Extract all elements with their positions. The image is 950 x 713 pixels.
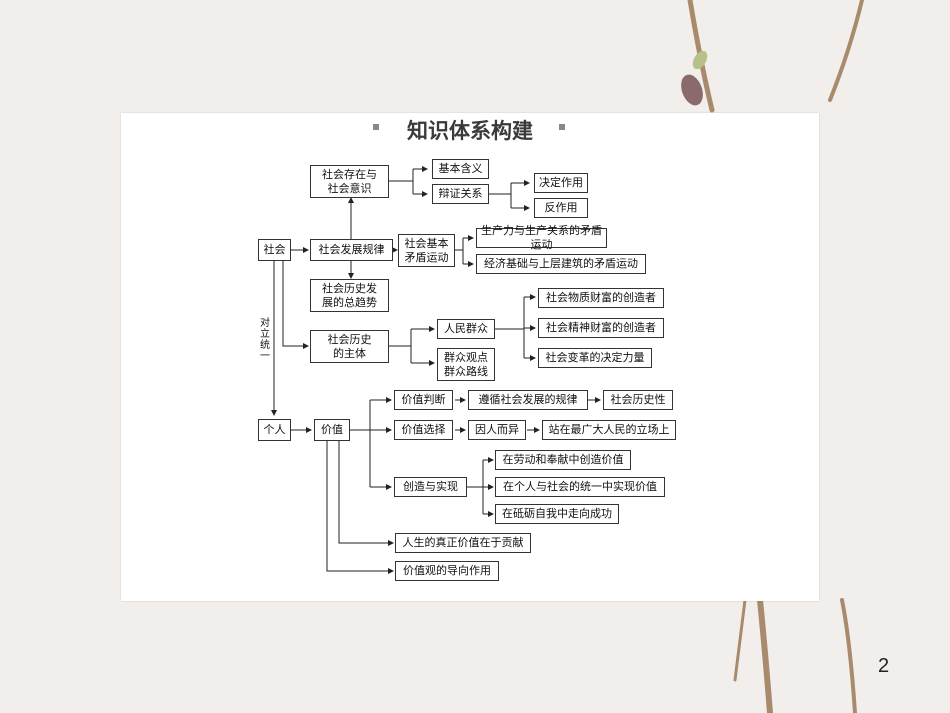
node-geren-tongyi: 在个人与社会的统一中实现价值 xyxy=(495,477,665,497)
node-chuangzao-shixian: 创造与实现 xyxy=(394,477,467,497)
node-yinren-eryi: 因人而异 xyxy=(468,420,526,440)
panel-header: 知识体系构建 xyxy=(121,113,819,143)
node-jiben-hanyi: 基本含义 xyxy=(432,159,489,179)
node-lishi-qushi: 社会历史发 展的总趋势 xyxy=(310,279,389,312)
node-jingshen-caifu: 社会精神财富的创造者 xyxy=(538,318,664,338)
node-laodong-fengxian: 在劳动和奉献中创造价值 xyxy=(495,450,631,470)
node-shengchanli: 生产力与生产关系的矛盾运动 xyxy=(476,224,607,251)
title-square-right-icon xyxy=(559,124,565,130)
node-jiazhi: 价值 xyxy=(314,419,350,441)
node-jiazhi-xuanze: 价值选择 xyxy=(394,420,453,440)
node-renmin-qunzhong: 人民群众 xyxy=(437,319,495,339)
node-jiben-maodun: 社会基本 矛盾运动 xyxy=(398,234,455,267)
node-zunxun-guilv: 遵循社会发展的规律 xyxy=(468,390,588,410)
page-number: 2 xyxy=(878,655,890,677)
node-jiazhi-panduan: 价值判断 xyxy=(394,390,453,410)
node-lishixing: 社会历史性 xyxy=(603,390,673,410)
node-lishi-zhuti: 社会历史 的主体 xyxy=(310,330,389,363)
node-cunzai-yishi: 社会存在与 社会意识 xyxy=(310,165,389,198)
node-shehui-biange: 社会变革的决定力量 xyxy=(538,348,652,368)
node-qunzhong-guandian: 群众观点 群众路线 xyxy=(437,348,495,381)
node-modi-ziwo: 在砥砺自我中走向成功 xyxy=(495,504,619,524)
node-fazhan-guilv: 社会发展规律 xyxy=(310,239,393,261)
node-daoxiang-zuoyong: 价值观的导向作用 xyxy=(395,561,499,581)
node-zhanzai-lichang: 站在最广大人民的立场上 xyxy=(542,420,676,440)
node-geren: 个人 xyxy=(258,419,291,441)
connector-lines xyxy=(271,166,601,574)
panel-title: 知识体系构建 xyxy=(407,119,533,143)
node-bianzheng-guanxi: 辩证关系 xyxy=(432,184,489,204)
node-duili-tongyi: 对 立 统 一 xyxy=(260,318,270,362)
node-gongxian: 人生的真正价值在于贡献 xyxy=(395,533,531,553)
node-jingji-jichu: 经济基础与上层建筑的矛盾运动 xyxy=(476,254,646,274)
title-square-left-icon xyxy=(373,124,379,130)
node-jueding-zuoyong: 决定作用 xyxy=(534,173,588,193)
node-fan-zuoyong: 反作用 xyxy=(534,198,588,218)
node-shehui: 社会 xyxy=(258,239,291,261)
node-wuzhi-caifu: 社会物质财富的创造者 xyxy=(538,288,664,308)
